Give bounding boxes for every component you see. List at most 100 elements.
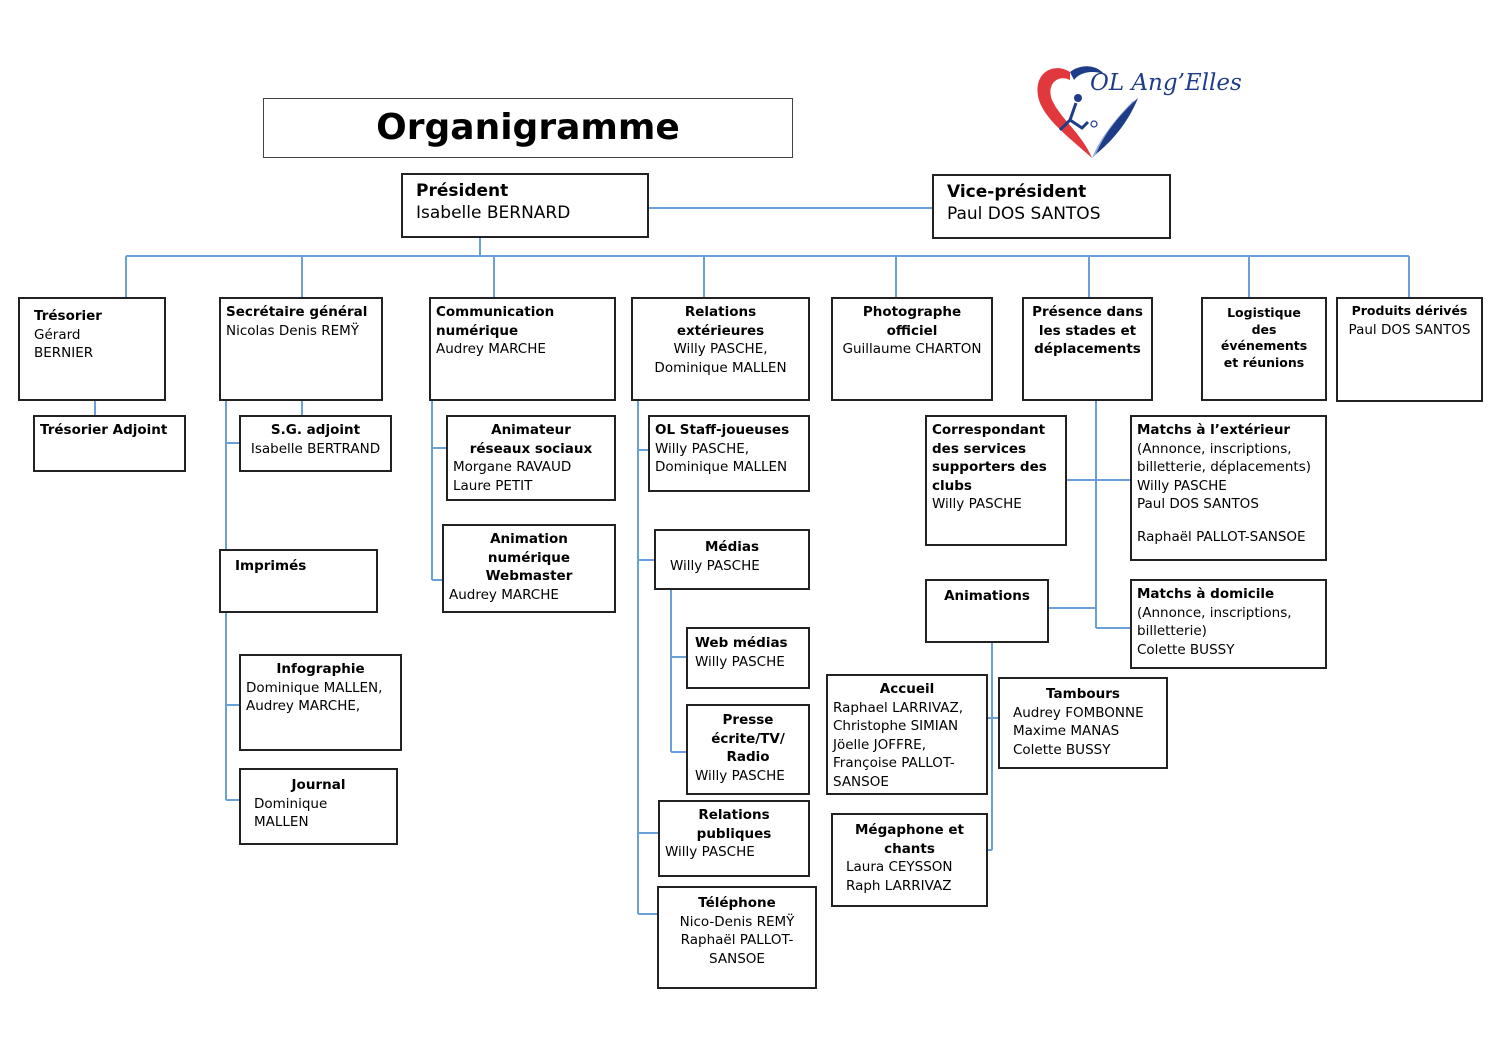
correspondant-title-3: supporters des <box>932 459 1047 475</box>
relations-exterieures-title-2: extérieures <box>676 322 765 339</box>
matchs-domicile-title: Matchs à domicile <box>1137 586 1275 602</box>
vice-president-box: Vice-président Paul DOS SANTOS <box>932 174 1171 239</box>
ol-staff-name-2: Dominique MALLEN <box>655 459 788 475</box>
tambours-name-1: Audrey FOMBONNE <box>1013 704 1144 721</box>
tambours-name-3: Colette BUSSY <box>1013 741 1111 758</box>
relations-publiques-title-2: publiques <box>696 825 772 842</box>
animation-numerique-name: Audrey MARCHE <box>449 586 559 603</box>
journal-title: Journal <box>291 777 346 793</box>
svg-text:OL Ang’Elles: OL Ang’Elles <box>1090 70 1242 96</box>
matchs-exterieur-line-1: (Annonce, inscriptions, <box>1137 440 1292 457</box>
secretaire-name: Nicolas Denis REMŸ <box>226 322 360 339</box>
presse-title-1: Presse <box>722 712 774 728</box>
sg-adjoint-box: S.G. adjoint Isabelle BERTRAND <box>239 415 392 472</box>
matchs-domicile-line-2: billetterie) <box>1137 623 1207 639</box>
matchs-exterieur-name-3: Raphaël PALLOT-SANSOE <box>1137 528 1306 545</box>
relations-publiques-box: Relations publiques Willy PASCHE <box>658 800 810 877</box>
telephone-title: Téléphone <box>698 895 776 911</box>
medias-title: Médias <box>704 539 760 555</box>
correspondant-title-1: Correspondant <box>932 422 1046 438</box>
presence-title-1: Présence dans <box>1032 304 1143 320</box>
imprimes-title: Imprimés <box>235 558 307 574</box>
correspondant-title-4: clubs <box>932 477 972 494</box>
communication-box: Communication numérique Audrey MARCHE <box>429 297 616 401</box>
animation-numerique-title-2: numérique <box>487 549 571 566</box>
president-title: Président <box>416 181 509 201</box>
telephone-name-2: Raphaël PALLOT- <box>680 932 794 948</box>
logistique-box: Logistique des événements et réunions <box>1201 297 1327 401</box>
produits-derives-box: Produits dérivés Paul DOS SANTOS <box>1336 297 1483 402</box>
president-name: Isabelle BERNARD <box>416 203 571 223</box>
tresorier-box: Trésorier Gérard BERNIER <box>18 297 166 401</box>
accueil-name-3: Jöelle JOFFRE, <box>833 736 926 753</box>
tambours-box: Tambours Audrey FOMBONNE Maxime MANAS Co… <box>998 677 1168 769</box>
tresorier-name-1: Gérard <box>34 326 81 343</box>
medias-name: Willy PASCHE <box>670 557 760 574</box>
tresorier-adjoint-box: Trésorier Adjoint <box>33 415 186 472</box>
correspondant-title-2: des services <box>932 440 1027 457</box>
logistique-title-4: et réunions <box>1223 354 1305 370</box>
page-title: Organigramme <box>263 98 793 158</box>
animation-numerique-title-1: Animation <box>490 531 568 547</box>
relations-publiques-name: Willy PASCHE <box>665 844 755 860</box>
web-medias-title: Web médias <box>695 635 788 651</box>
logistique-title-1: Logistique <box>1227 305 1301 320</box>
ol-staff-name-1: Willy PASCHE, <box>655 440 750 457</box>
tresorier-title: Trésorier <box>34 308 102 324</box>
megaphone-title-1: Mégaphone et <box>855 822 964 838</box>
animateur-title-1: Animateur <box>491 422 571 438</box>
relations-exterieures-box: Relations extérieures Willy PASCHE, Domi… <box>631 297 810 401</box>
web-medias-name: Willy PASCHE <box>695 653 785 670</box>
accueil-box: Accueil Raphael LARRIVAZ, Christophe SIM… <box>826 674 988 795</box>
ol-angelles-logo: OL Ang’Elles <box>1037 66 1242 158</box>
telephone-name-1: Nico-Denis REMŸ <box>679 913 795 930</box>
accueil-name-5: SANSOE <box>833 773 889 790</box>
relations-exterieures-name-2: Dominique MALLEN <box>654 359 787 376</box>
ol-staff-title: OL Staff-joueuses <box>655 422 790 438</box>
megaphone-name-1: Laura CEYSSON <box>846 859 953 875</box>
matchs-domicile-name: Colette BUSSY <box>1137 641 1235 658</box>
presse-name: Willy PASCHE <box>695 767 785 784</box>
web-medias-box: Web médias Willy PASCHE <box>686 627 810 689</box>
secretaire-title: Secrétaire général <box>226 304 368 320</box>
vice-president-title: Vice-président <box>947 182 1087 202</box>
photographe-name: Guillaume CHARTON <box>842 341 982 357</box>
infographie-name-1: Dominique MALLEN, <box>246 679 383 696</box>
matchs-domicile-box: Matchs à domicile (Annonce, inscriptions… <box>1130 579 1327 669</box>
relations-exterieures-name-1: Willy PASCHE, <box>673 341 768 357</box>
animateur-name-2: Laure PETIT <box>453 477 533 494</box>
logistique-title-2: des <box>1251 321 1277 337</box>
tambours-name-2: Maxime MANAS <box>1013 723 1120 739</box>
tambours-title: Tambours <box>1046 686 1120 702</box>
matchs-exterieur-title: Matchs à l’extérieur <box>1137 422 1291 438</box>
animateur-name-1: Morgane RAVAUD <box>453 459 572 475</box>
animations-box: Animations <box>925 579 1049 643</box>
communication-title-2: numérique <box>436 322 519 339</box>
telephone-box: Téléphone Nico-Denis REMŸ Raphaël PALLOT… <box>657 886 817 989</box>
matchs-exterieur-name-2: Paul DOS SANTOS <box>1137 496 1259 512</box>
president-box: Président Isabelle BERNARD <box>401 173 649 238</box>
medias-box: Médias Willy PASCHE <box>654 529 810 590</box>
telephone-name-3: SANSOE <box>709 950 765 967</box>
animateur-box: Animateur réseaux sociaux Morgane RAVAUD… <box>446 415 616 501</box>
photographe-box: Photographe officiel Guillaume CHARTON <box>831 297 993 401</box>
vice-president-name: Paul DOS SANTOS <box>947 204 1101 224</box>
presence-title-3: déplacements <box>1034 341 1141 357</box>
megaphone-box: Mégaphone et chants Laura CEYSSON Raph L… <box>831 813 988 907</box>
infographie-box: Infographie Dominique MALLEN, Audrey MAR… <box>239 654 402 751</box>
sg-adjoint-name: Isabelle BERTRAND <box>250 440 381 457</box>
sg-adjoint-title: S.G. adjoint <box>270 422 361 438</box>
journal-name-2: MALLEN <box>254 814 309 830</box>
matchs-domicile-line-1: (Annonce, inscriptions, <box>1137 604 1292 621</box>
accueil-title: Accueil <box>879 681 935 697</box>
animations-title: Animations <box>944 588 1030 604</box>
secretaire-box: Secrétaire général Nicolas Denis REMŸ <box>219 297 383 401</box>
megaphone-title-2: chants <box>884 840 935 857</box>
relations-publiques-title-1: Relations <box>698 807 770 823</box>
infographie-name-2: Audrey MARCHE, <box>246 698 361 714</box>
matchs-exterieur-line-2: billetterie, déplacements) <box>1137 459 1312 475</box>
tresorier-adjoint-title: Trésorier Adjoint <box>40 422 168 438</box>
relations-exterieures-title-1: Relations <box>684 304 757 320</box>
matchs-exterieur-box: Matchs à l’extérieur (Annonce, inscripti… <box>1130 415 1327 561</box>
tresorier-name-2: BERNIER <box>34 345 94 361</box>
